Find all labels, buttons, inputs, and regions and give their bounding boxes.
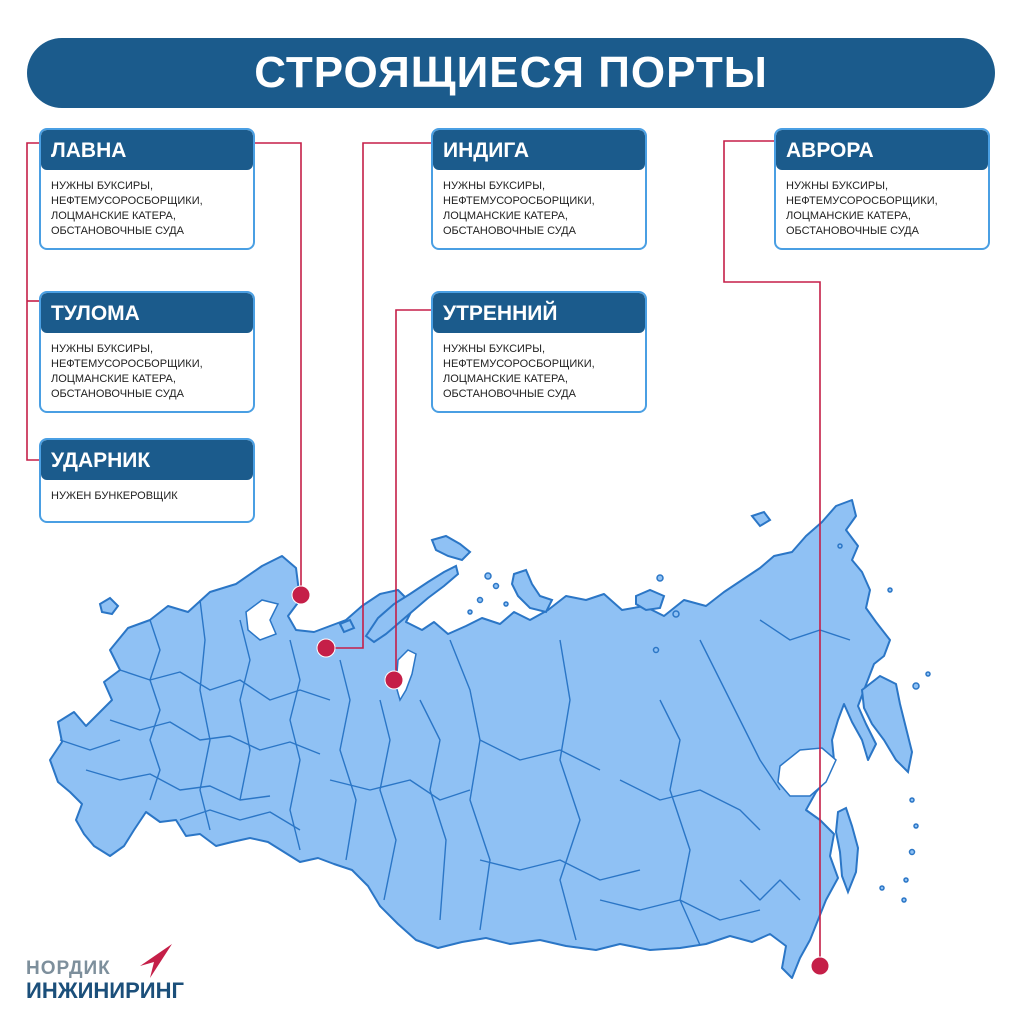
marker-avrora <box>810 956 830 976</box>
logo-line2: ИНЖИНИРИНГ <box>26 978 184 1003</box>
port-card-tuloma: ТУЛОМА НУЖНЫ БУКСИРЫ, НЕФТЕМУСОРОСБОРЩИК… <box>39 291 255 413</box>
white-sea <box>245 599 280 641</box>
port-name: АВРОРА <box>776 130 988 170</box>
port-needs: НУЖНЫ БУКСИРЫ, НЕФТЕМУСОРОСБОРЩИКИ, ЛОЦМ… <box>51 343 203 400</box>
port-card-udarnik: УДАРНИК НУЖЕН БУНКЕРОВЩИК <box>39 438 255 523</box>
small-islands <box>467 543 931 903</box>
wrangel-island-outline <box>750 510 772 528</box>
leader-avrora <box>723 140 821 966</box>
port-card-lavna: ЛАВНА НУЖНЫ БУКСИРЫ, НЕФТЕМУСОРОСБОРЩИКИ… <box>39 128 255 250</box>
port-needs: НУЖНЫ БУКСИРЫ, НЕФТЕМУСОРОСБОРЩИКИ, ЛОЦМ… <box>443 180 595 237</box>
leader-lavna <box>254 142 302 595</box>
leader-utrenniy <box>395 309 432 680</box>
leader-lines <box>26 140 821 966</box>
sakhalin-outline <box>834 806 860 895</box>
marker-murmansk <box>291 585 311 605</box>
port-name: ТУЛОМА <box>41 293 253 333</box>
kaliningrad-outline <box>98 596 120 616</box>
port-markers <box>291 585 830 976</box>
okhotsk-sea <box>777 747 837 797</box>
marker-utrenniy <box>384 670 404 690</box>
page-title: СТРОЯЩИЕСЯ ПОРТЫ <box>254 48 768 97</box>
leader-indiga <box>326 142 432 649</box>
port-needs: НУЖНЫ БУКСИРЫ, НЕФТЕМУСОРОСБОРЩИКИ, ЛОЦМ… <box>51 180 203 237</box>
title-banner: СТРОЯЩИЕСЯ ПОРТЫ <box>27 38 995 108</box>
port-name: ИНДИГА <box>433 130 645 170</box>
port-needs: НУЖНЫ БУКСИРЫ, НЕФТЕМУСОРОСБОРЩИКИ, ЛОЦМ… <box>786 180 938 237</box>
port-card-indiga: ИНДИГА НУЖНЫ БУКСИРЫ, НЕФТЕМУСОРОСБОРЩИК… <box>431 128 647 250</box>
severnaya-zemlya-outline <box>510 568 554 614</box>
port-needs: НУЖНЫ БУКСИРЫ, НЕФТЕМУСОРОСБОРЩИКИ, ЛОЦМ… <box>443 343 595 400</box>
map-landmass <box>49 499 931 979</box>
mainland-outline <box>49 499 891 979</box>
port-name: ЛАВНА <box>41 130 253 170</box>
port-name: УДАРНИК <box>41 440 253 480</box>
port-card-avrora: АВРОРА НУЖНЫ БУКСИРЫ, НЕФТЕМУСОРОСБОРЩИК… <box>774 128 990 250</box>
marker-indiga <box>316 638 336 658</box>
novosibirsk-islands-outline <box>635 588 666 612</box>
port-name: УТРЕННИЙ <box>433 293 645 333</box>
region-borders <box>59 599 851 946</box>
kamchatka-outline <box>860 674 914 775</box>
logo-arrow-icon <box>140 944 172 978</box>
port-card-utrenniy: УТРЕННИЙ НУЖНЫ БУКСИРЫ, НЕФТЕМУСОРОСБОРЩ… <box>431 291 647 413</box>
franz-josef-outline <box>430 534 472 562</box>
kolguev-island-outline <box>338 618 356 634</box>
logo-line1: НОРДИК <box>26 958 111 979</box>
novaya-zemlya-outline <box>364 564 460 644</box>
port-needs: НУЖЕН БУНКЕРОВЩИК <box>51 490 178 502</box>
